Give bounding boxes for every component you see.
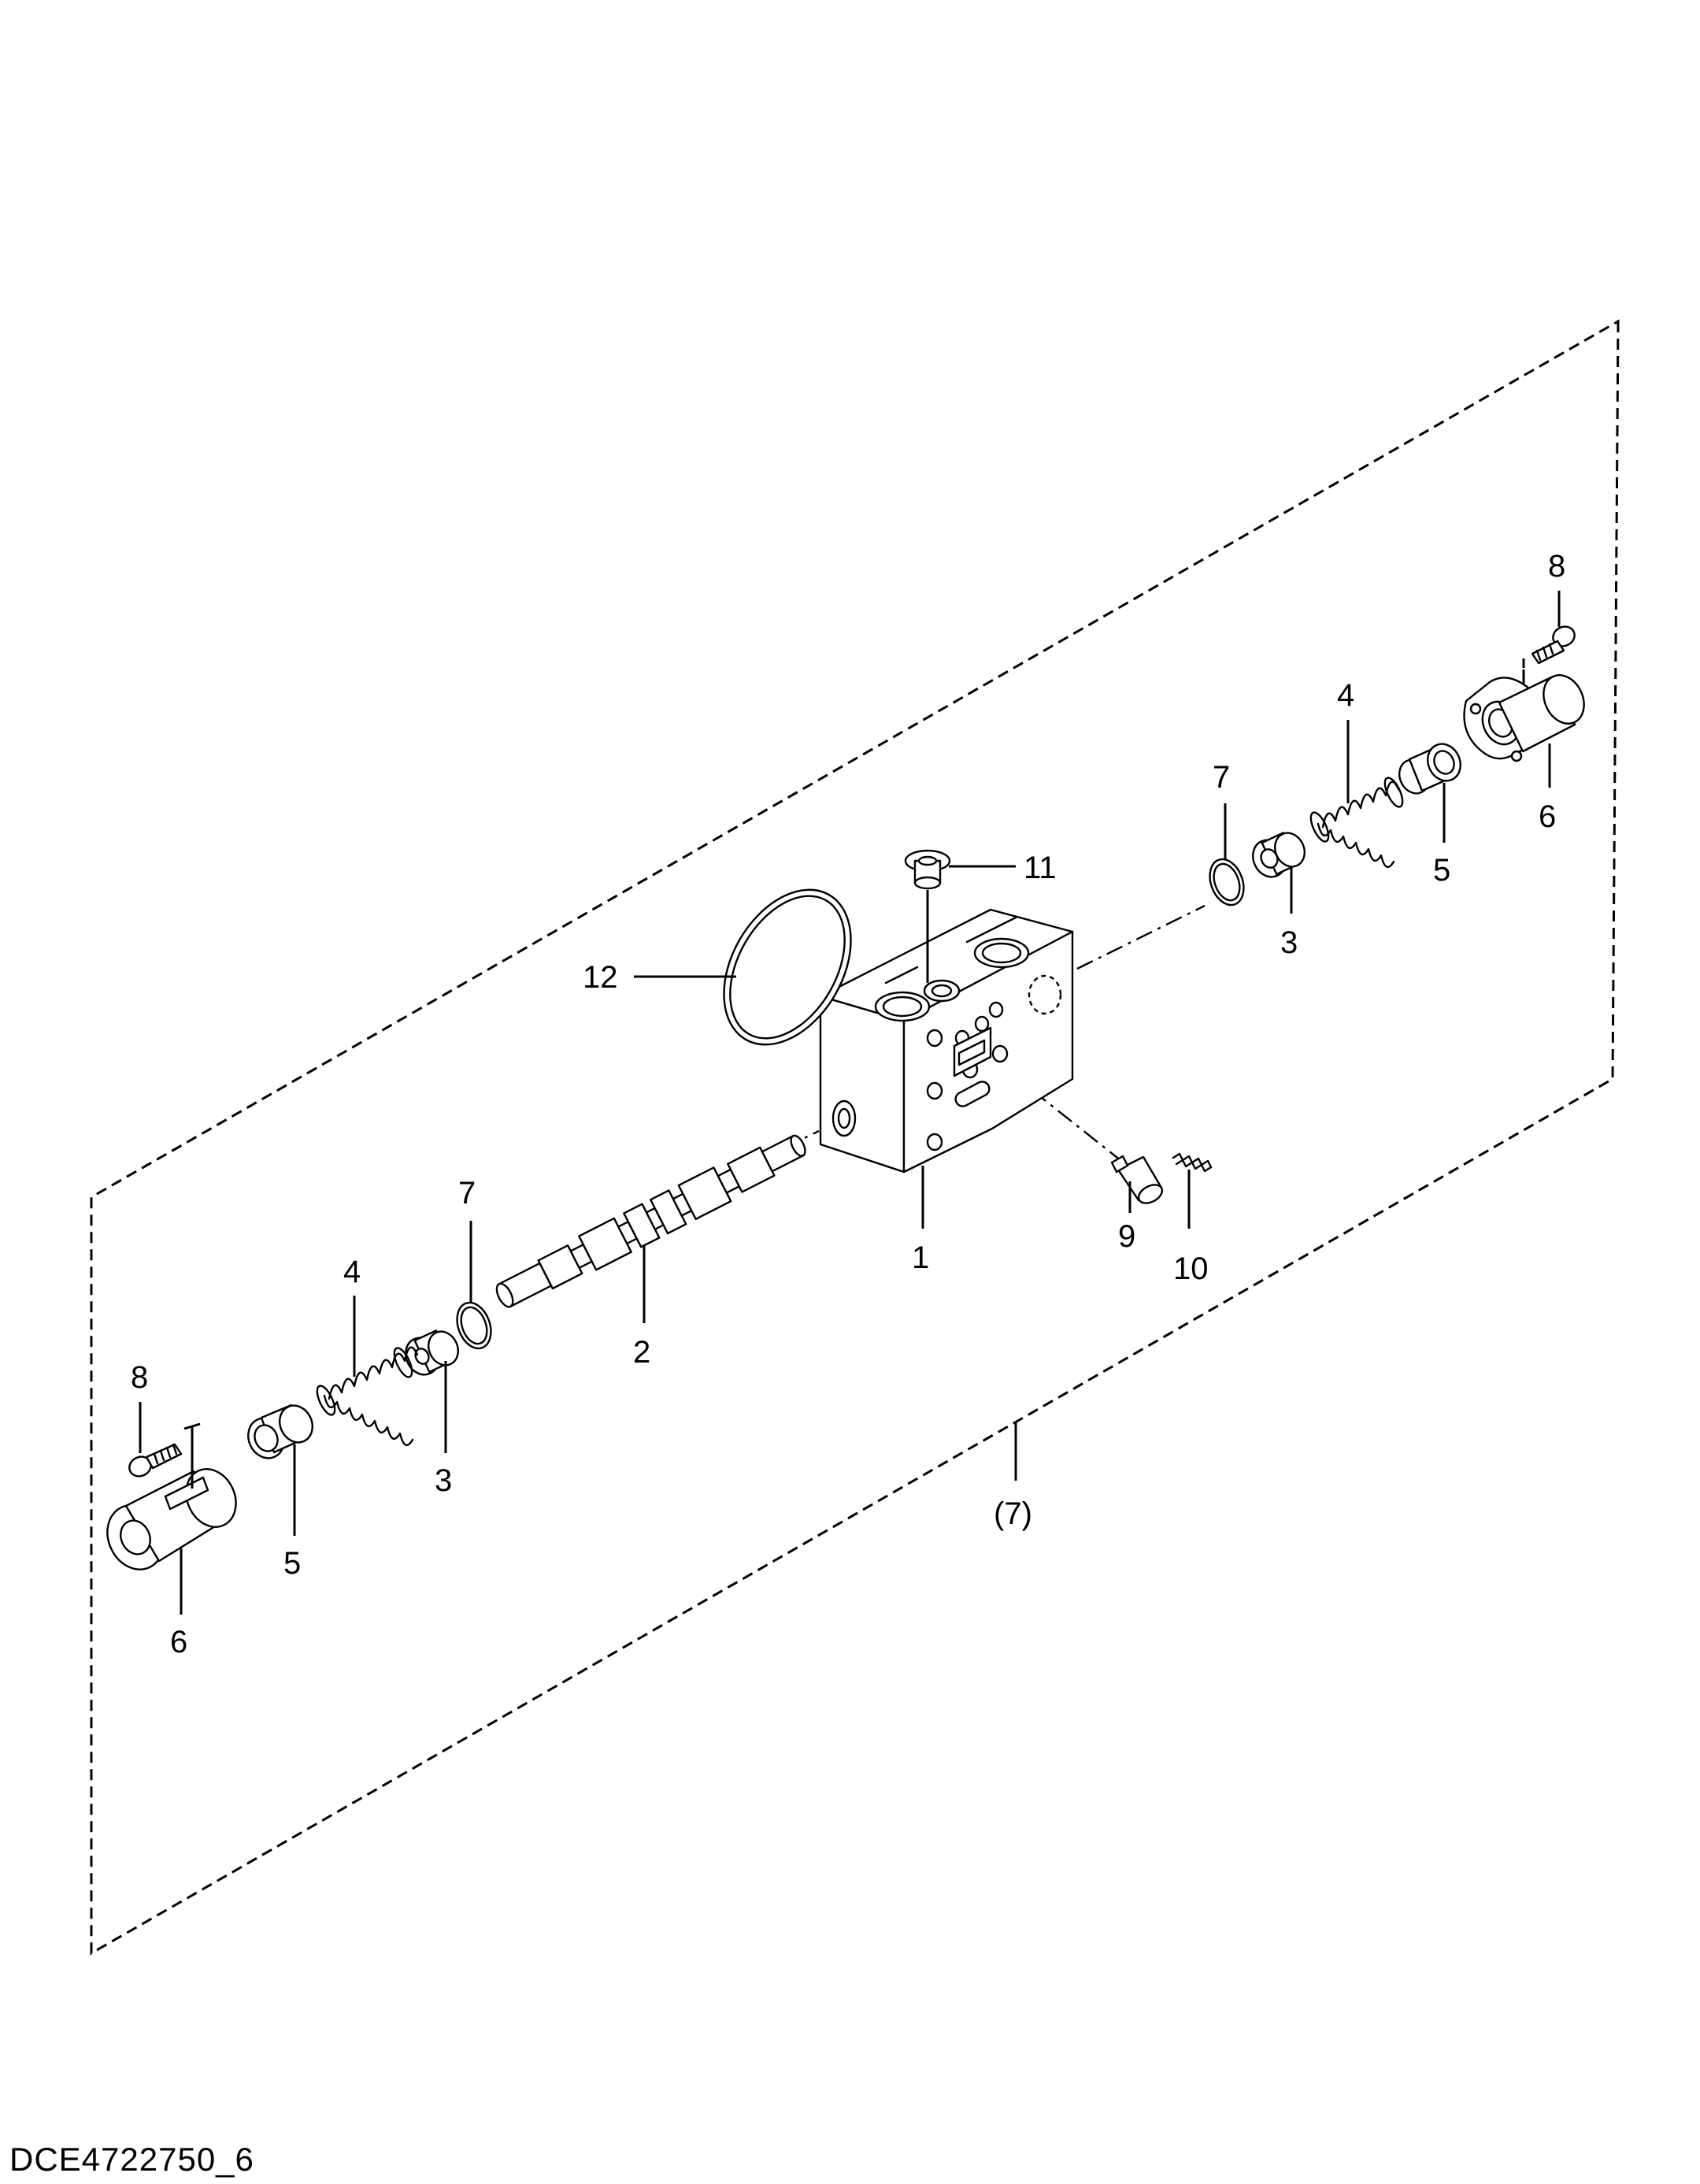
svg-text:3: 3 (1280, 925, 1298, 960)
svg-text:(7): (7) (994, 1496, 1032, 1531)
callout-10: 10 (1173, 1170, 1209, 1286)
svg-text:1: 1 (912, 1240, 929, 1275)
svg-text:5: 5 (1433, 853, 1450, 888)
svg-text:6: 6 (1539, 799, 1556, 834)
callout-8-right: 8 (1548, 549, 1565, 627)
cap-right (1463, 669, 1585, 762)
svg-text:12: 12 (583, 960, 618, 995)
callout-4-left: 4 (343, 1255, 361, 1377)
svg-text:6: 6 (170, 1625, 187, 1659)
svg-text:2: 2 (633, 1335, 650, 1370)
svg-text:4: 4 (1337, 678, 1354, 713)
callout-6-right: 6 (1539, 743, 1556, 834)
svg-text:11: 11 (1024, 851, 1057, 885)
spring-left (316, 1346, 419, 1447)
spring-seat-right (1252, 832, 1306, 878)
svg-text:8: 8 (1548, 549, 1565, 584)
spring-right (1309, 777, 1404, 869)
callout-7-right: 7 (1213, 760, 1230, 860)
spring-small (1172, 1152, 1213, 1173)
svg-text:7: 7 (458, 1176, 476, 1211)
spring-seat-left (405, 1329, 459, 1376)
o-ring-right (1209, 858, 1245, 907)
callout-11: 11 (949, 851, 1057, 885)
valve-body (819, 908, 1074, 1174)
poppet (1110, 1155, 1164, 1204)
callout-3-right: 3 (1280, 866, 1298, 960)
o-ring-large (723, 888, 852, 1046)
plug (904, 849, 951, 983)
svg-text:3: 3 (435, 1463, 452, 1498)
bolt-right (1522, 625, 1576, 668)
callout-assembly: (7) (994, 1422, 1032, 1531)
svg-text:4: 4 (343, 1255, 361, 1289)
callout-7-left: 7 (458, 1176, 476, 1303)
callout-4-right: 4 (1337, 678, 1354, 803)
callout-6-left: 6 (170, 1548, 187, 1659)
assembly-boundary (90, 319, 1620, 1956)
spool (495, 1134, 806, 1308)
svg-text:9: 9 (1118, 1219, 1135, 1254)
stopper-right (1398, 743, 1461, 795)
svg-text:5: 5 (283, 1546, 301, 1581)
callout-12: 12 (583, 960, 736, 995)
o-ring-left (456, 1301, 492, 1350)
svg-text:10: 10 (1173, 1251, 1209, 1286)
cap-left (106, 1422, 237, 1570)
callout-5-left: 5 (283, 1444, 301, 1581)
callout-2: 2 (633, 1244, 650, 1370)
svg-text:7: 7 (1213, 760, 1230, 795)
stopper-left (247, 1403, 313, 1459)
callout-1: 1 (912, 1166, 929, 1275)
bolt-left (128, 1443, 183, 1478)
callout-3-left: 3 (435, 1361, 452, 1498)
svg-text:8: 8 (131, 1360, 148, 1395)
figure-code: DCE4722750_6 (9, 2141, 254, 2178)
callout-5-right: 5 (1433, 783, 1450, 888)
callout-9: 9 (1118, 1181, 1135, 1254)
callout-8-left: 8 (131, 1360, 148, 1453)
